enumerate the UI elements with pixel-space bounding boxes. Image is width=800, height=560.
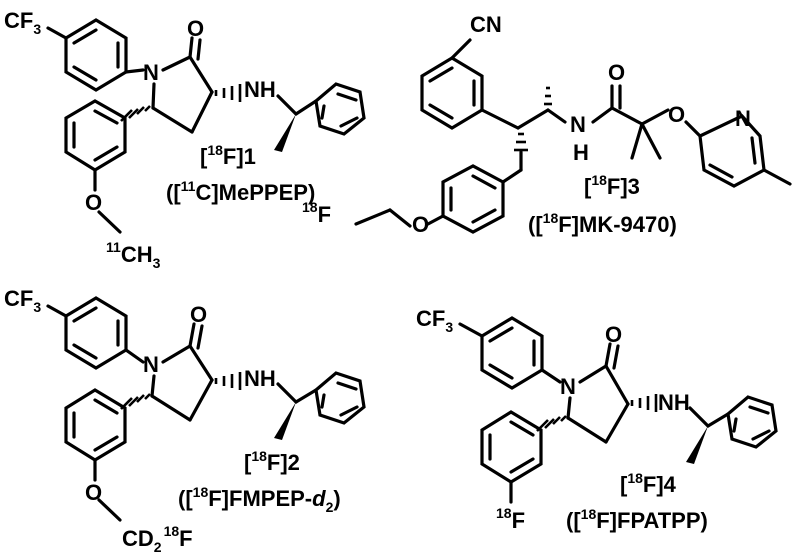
carbonyl-oxygen: O bbox=[605, 322, 622, 347]
nitrogen-atom: N bbox=[143, 352, 159, 377]
ether-oxygen: O bbox=[85, 190, 102, 215]
compound-3-structure: CN O N H O N O 18F [18F]3 ([18F]MK-9470) bbox=[302, 12, 792, 237]
fluorine-18: F bbox=[318, 202, 331, 227]
nitrogen-atom: N bbox=[143, 60, 159, 85]
compound-4-label: [18F]4 bbox=[620, 470, 677, 497]
svg-text:18F: 18F bbox=[496, 505, 525, 533]
compound-4-atom-labels: CF3 N O NH 18F bbox=[416, 306, 690, 533]
amine-nh: NH bbox=[658, 390, 690, 415]
cf3-group-label: CF bbox=[4, 8, 33, 33]
cf3-group-label: CF bbox=[4, 286, 33, 311]
compound-1-bonds bbox=[46, 18, 366, 234]
svg-text:CD218F: CD218F bbox=[122, 523, 193, 555]
compound-4-structure: CF3 N O NH 18F [18F]4 ([18F]FPATPP) bbox=[416, 306, 778, 533]
compound-2-structure: CF3 N O NH O CD218F [18F]2 ([18F]FMPEP-d… bbox=[4, 286, 366, 555]
nitrogen-atom: N bbox=[560, 374, 576, 399]
compound-3-bonds bbox=[354, 38, 792, 234]
aryl-ether-oxygen: O bbox=[668, 102, 685, 127]
svg-text:11CH3: 11CH3 bbox=[106, 239, 161, 271]
compound-3-name: ([18F]MK-9470) bbox=[528, 210, 677, 237]
cf3-group-label: CF bbox=[416, 306, 445, 331]
fluorine-18: F bbox=[512, 508, 525, 533]
compound-4-name: ([18F]FPATPP) bbox=[566, 506, 708, 533]
phenoxy-oxygen: O bbox=[412, 212, 429, 237]
compound-3-atom-labels: CN O N H O N O 18F bbox=[302, 12, 751, 237]
compound-2-bonds bbox=[46, 296, 366, 522]
compound-1-atom-labels: CF3 N O NH O 11CH3 bbox=[4, 8, 276, 271]
compound-1-name: ([11C]MePPEP) bbox=[166, 178, 315, 205]
amine-nh: NH bbox=[244, 366, 276, 391]
carbonyl-oxygen: O bbox=[187, 16, 204, 41]
compound-1-structure: CF3 N O NH O 11CH3 [18F]1 ([11C]MePPEP) bbox=[4, 8, 366, 271]
compound-1-label: [18F]1 bbox=[200, 142, 256, 169]
amide-nitrogen: N bbox=[570, 112, 586, 137]
nitrile-cn: CN bbox=[470, 12, 502, 37]
compound-2-name: ([18F]FMPEP-d2) bbox=[178, 484, 341, 515]
carbonyl-oxygen: O bbox=[190, 302, 207, 327]
compound-3-label: [18F]3 bbox=[584, 172, 640, 199]
pyridine-nitrogen: N bbox=[735, 106, 751, 131]
compound-4-bonds bbox=[458, 316, 778, 504]
amine-nh: NH bbox=[244, 77, 276, 102]
compound-2-label: [18F]2 bbox=[244, 448, 300, 475]
svg-text:CF3: CF3 bbox=[4, 286, 41, 315]
svg-text:CF3: CF3 bbox=[4, 8, 41, 37]
amide-hydrogen: H bbox=[573, 140, 589, 165]
amide-oxygen: O bbox=[608, 60, 625, 85]
ether-oxygen: O bbox=[85, 480, 102, 505]
compound-2-atom-labels: CF3 N O NH O CD218F bbox=[4, 286, 276, 555]
svg-text:CF3: CF3 bbox=[416, 306, 453, 335]
svg-text:18F: 18F bbox=[302, 199, 331, 227]
